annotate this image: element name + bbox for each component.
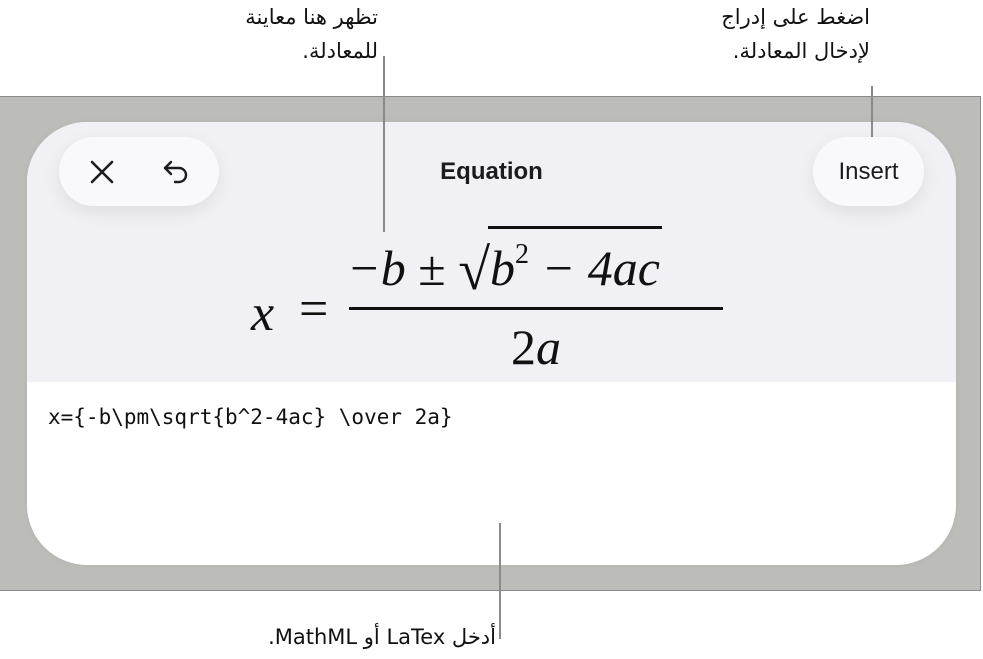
callout-insert-line1: اضغط على إدراج <box>721 5 870 29</box>
callout-input-text: أدخل LaTex أو MathML. <box>268 625 496 649</box>
numerator-minus-b: −b <box>347 240 406 296</box>
insert-button[interactable]: Insert <box>813 137 924 206</box>
numerator-pm: ± <box>418 240 446 296</box>
toolbar-left-pill <box>59 137 219 206</box>
callout-input: أدخل LaTex أو MathML. <box>200 620 496 654</box>
callout-preview-line1: تظهر هنا معاينة <box>245 5 378 29</box>
radicand: b2 − 4ac <box>488 226 662 294</box>
callout-insert-line2: لإدخال المعادلة. <box>732 39 870 63</box>
fraction-bar <box>349 307 723 310</box>
equation-dialog: Equation Insert x = −b ± √b2 − 4ac 2a x=… <box>27 122 956 565</box>
callout-line-input <box>499 523 501 639</box>
dialog-title: Equation <box>440 158 543 185</box>
equation-equals: = <box>299 281 329 338</box>
callout-line-insert <box>871 86 873 137</box>
callout-insert: اضغط على إدراج لإدخال المعادلة. <box>660 0 870 68</box>
equation-denominator: 2a <box>349 318 723 376</box>
equation-input[interactable]: x={-b\pm\sqrt{b^2-4ac} \over 2a} <box>48 405 453 429</box>
radicand-exponent: 2 <box>515 239 530 270</box>
insert-button-label: Insert <box>838 157 899 185</box>
equation-numerator: −b ± √b2 − 4ac <box>347 226 662 302</box>
radicand-rest: − 4ac <box>529 240 660 296</box>
equation-lhs: x <box>251 285 275 342</box>
undo-icon <box>163 160 188 183</box>
radicand-b: b <box>490 240 516 296</box>
denominator-two: 2 <box>511 319 536 375</box>
denominator-a: a <box>536 319 561 375</box>
callout-line-preview <box>383 56 385 232</box>
close-icon <box>90 160 114 183</box>
radical-sign: √ <box>458 237 491 302</box>
close-button[interactable] <box>80 150 124 194</box>
callout-preview: تظهر هنا معاينة للمعادلة. <box>206 0 378 68</box>
undo-button[interactable] <box>154 150 198 194</box>
callout-preview-line2: للمعادلة. <box>302 39 378 63</box>
